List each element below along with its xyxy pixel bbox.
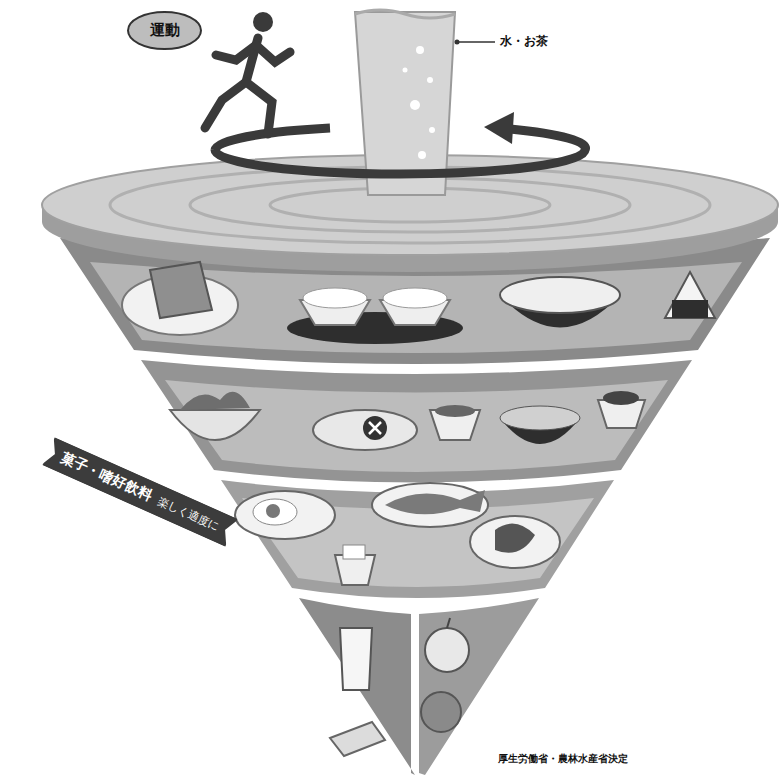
water-tea-label: 水・お茶 — [500, 33, 548, 50]
fruit-band — [419, 598, 539, 775]
cheese — [330, 722, 385, 756]
side-dish — [435, 405, 475, 417]
egg-yolk — [266, 504, 280, 518]
fish — [385, 490, 485, 514]
apple — [425, 628, 469, 672]
main-dish-band — [221, 480, 614, 598]
nori — [672, 300, 708, 318]
rice — [383, 288, 447, 308]
plate — [235, 491, 335, 539]
plate — [313, 410, 417, 450]
apple-stem — [447, 618, 450, 628]
plate — [470, 516, 560, 568]
tofu — [343, 545, 365, 559]
dish-mark-cross — [369, 422, 381, 434]
runner-figure — [205, 38, 290, 134]
rice — [303, 288, 367, 308]
salad — [180, 392, 250, 410]
bubbles — [403, 46, 436, 159]
toast — [150, 262, 212, 318]
side-dish-band — [141, 360, 692, 483]
band-panel — [90, 262, 742, 353]
ellipse-shape — [128, 12, 201, 49]
soup — [500, 406, 580, 430]
plate — [372, 483, 488, 527]
noodles — [500, 277, 620, 313]
source-note: 厚生労働省・農林水産省決定 — [498, 752, 628, 766]
arrow-head — [484, 112, 514, 144]
water-glass — [355, 12, 455, 195]
water-surface — [355, 10, 455, 18]
salad-bowl — [170, 410, 260, 440]
dish-mark — [363, 416, 387, 440]
band-panel — [165, 380, 668, 472]
runner-head — [253, 12, 273, 32]
meat — [495, 524, 535, 553]
orange — [421, 692, 461, 732]
egg-white — [253, 499, 297, 525]
snack-ribbon: 菓子・嗜好飲料楽しく適度に — [43, 438, 238, 547]
ribbon-shape — [43, 438, 238, 547]
milk-band — [299, 598, 415, 775]
exercise-bubble: 運動 — [126, 10, 203, 51]
onigiri — [665, 272, 715, 318]
side-dish — [603, 391, 639, 405]
leader-line — [457, 41, 495, 43]
node-heading: 運動 — [150, 21, 180, 40]
leader-dot — [455, 40, 460, 45]
milk-glass — [340, 628, 372, 690]
